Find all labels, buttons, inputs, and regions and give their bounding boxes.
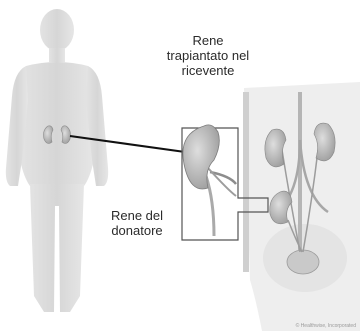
donor-torso	[20, 62, 94, 186]
recipient-kidney-label: Rene trapiantato nel ricevente	[148, 33, 268, 78]
donor-legs	[30, 184, 84, 312]
native-kidney-left	[265, 129, 286, 167]
donor-kidney-label: Rene del donatore	[92, 208, 182, 238]
copyright-credit: © Healthwise, Incorporated	[296, 323, 356, 329]
recipient-label-line-1: Rene	[148, 33, 268, 48]
bladder	[287, 250, 319, 274]
native-kidney-right	[314, 123, 335, 161]
donor-neck	[49, 48, 65, 62]
donor-label-line-2: donatore	[92, 223, 182, 238]
donor-label-line-1: Rene del	[92, 208, 182, 223]
recipient-label-line-2: trapiantato nel	[148, 48, 268, 63]
donor-head	[40, 9, 74, 51]
recipient-label-line-3: ricevente	[148, 63, 268, 78]
enlarged-kidney	[183, 125, 236, 236]
donor-body	[6, 9, 108, 312]
